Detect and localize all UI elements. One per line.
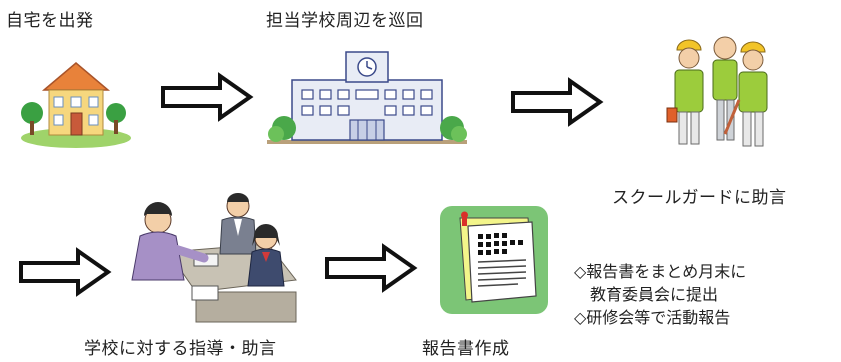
school-icon <box>262 40 472 150</box>
note-line-1: ◇報告書をまとめ月末に <box>574 262 747 281</box>
arrow-icon <box>18 247 113 297</box>
step-label-advise-guards: スクールガードに助言 <box>612 188 787 208</box>
school-guards-icon <box>655 30 785 155</box>
step-label-school-guidance: 学校に対する指導・助言 <box>84 339 277 359</box>
house-icon <box>18 55 133 150</box>
step-label-home: 自宅を出発 <box>6 11 94 31</box>
note-line-3: ◇研修会等で活動報告 <box>574 308 731 327</box>
arrow-icon <box>324 243 419 293</box>
meeting-icon <box>128 192 298 327</box>
notes: ◇報告書をまとめ月末に 教育委員会に提出 ◇研修会等で活動報告 <box>574 260 746 329</box>
report-icon <box>438 204 550 316</box>
arrow-icon <box>510 77 605 127</box>
step-label-patrol: 担当学校周辺を巡回 <box>266 11 424 31</box>
note-line-2: 教育委員会に提出 <box>574 285 719 304</box>
step-label-report: 報告書作成 <box>422 339 510 359</box>
arrow-icon <box>160 72 255 122</box>
